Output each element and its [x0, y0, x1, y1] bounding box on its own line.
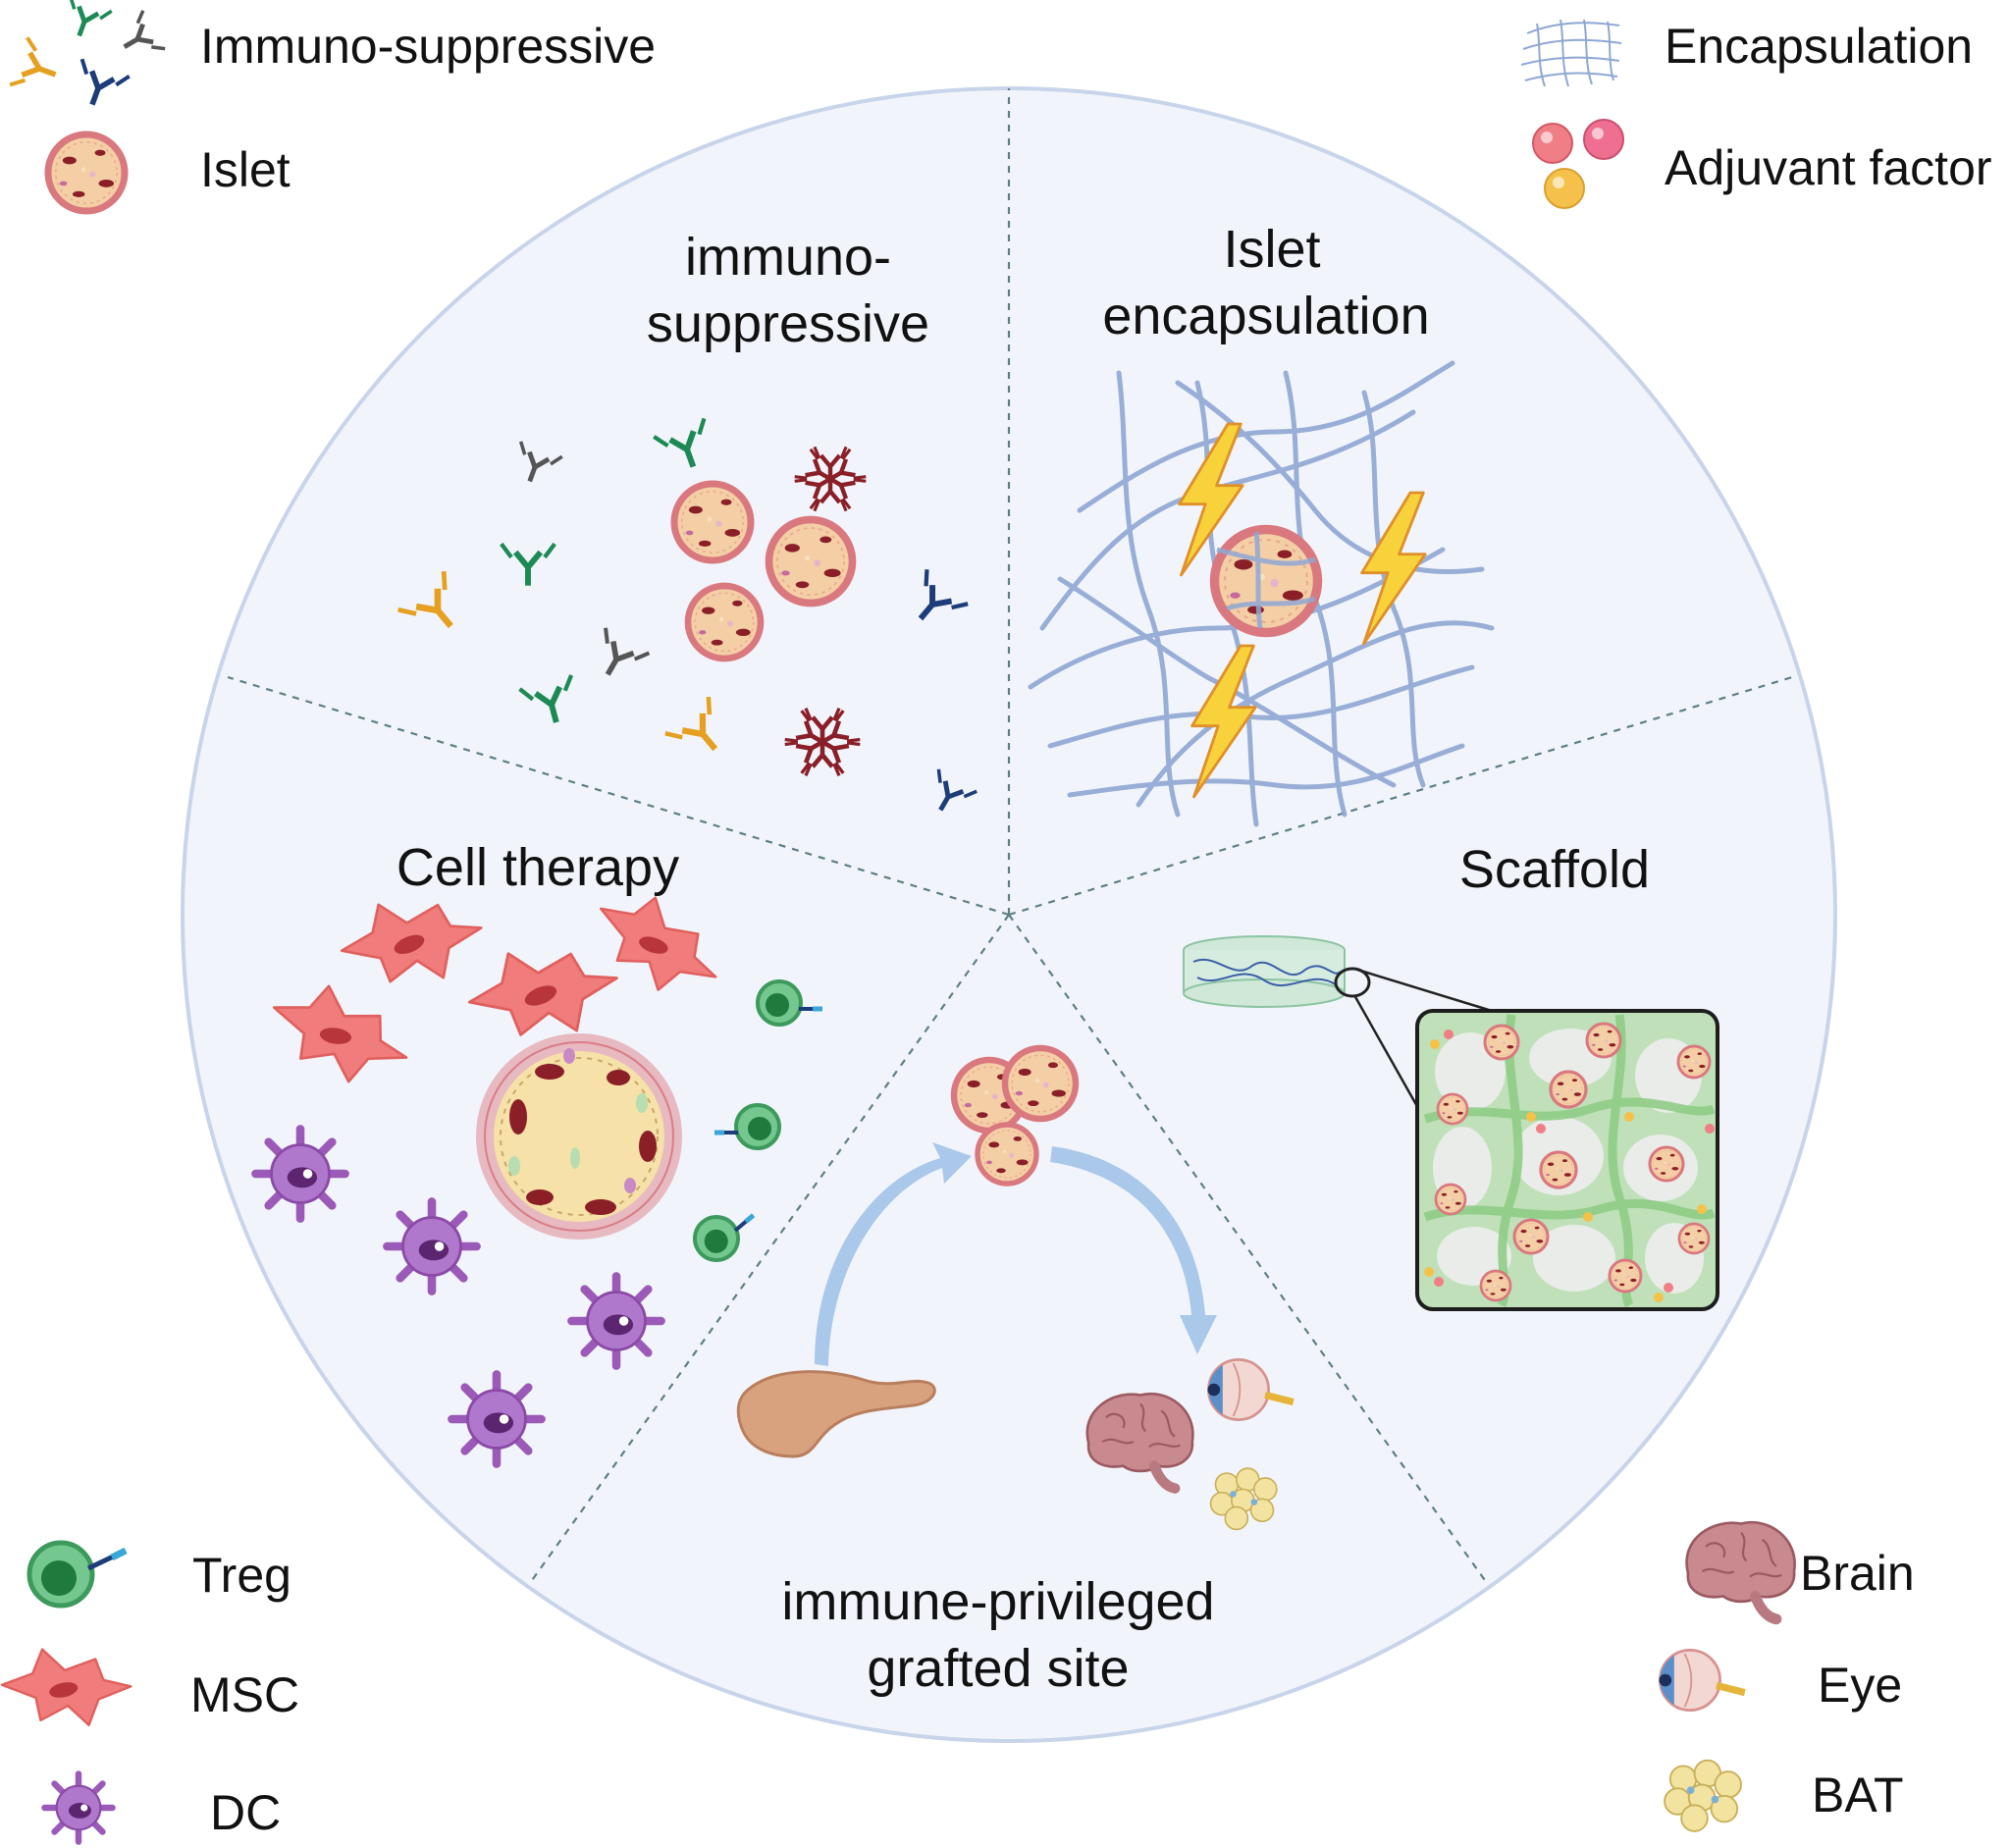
zoom-line — [1352, 994, 1425, 1118]
eye-icon — [1660, 1650, 1745, 1710]
section-encapsulation-title-line1: Islet — [1223, 220, 1320, 279]
zoom-line — [1356, 968, 1493, 1013]
dc-cell-icon — [255, 1129, 344, 1218]
islet-icon — [1585, 1022, 1622, 1059]
section-scaffold-title: Scaffold — [1459, 840, 1650, 899]
wheel-dividers — [227, 88, 1793, 1584]
brain-icon — [1687, 1522, 1795, 1619]
scaffold-disc — [1183, 935, 1371, 1008]
legend-immunosuppressive-label: Immuno-suppressive — [200, 19, 656, 74]
scaffold-zoom-panel — [1415, 1009, 1719, 1311]
legend-treg-label: Treg — [192, 1548, 291, 1603]
islet-icon — [688, 586, 761, 659]
islet-icon — [1436, 1092, 1469, 1126]
section-immunosuppressive-title-line2: suppressive — [647, 294, 929, 353]
beads-icon — [1532, 119, 1624, 209]
section-encapsulation: Islet encapsulation — [1028, 220, 1495, 827]
dc-cell-icon — [387, 1201, 476, 1291]
legend-encapsulation-label: Encapsulation — [1665, 19, 1973, 74]
islet-icon — [1676, 1044, 1712, 1080]
transfer-arrow-up — [815, 1142, 972, 1366]
antibody-cluster-icon — [10, 0, 165, 113]
islet-icon — [1677, 1222, 1711, 1255]
bat-icon — [1664, 1759, 1742, 1832]
islet-icon — [1215, 530, 1318, 633]
islet-icon — [1434, 1183, 1467, 1216]
section-graft-site-title-line2: grafted site — [867, 1639, 1129, 1698]
legend-msc-label: MSC — [190, 1667, 299, 1722]
transfer-arrow-down — [1050, 1146, 1217, 1354]
treg-icon — [26, 1540, 128, 1609]
islet-icon — [1608, 1258, 1643, 1294]
legend-top-right: Encapsulation Adjuvant factor — [1520, 19, 1992, 209]
section-graft-site-title-line1: immune-privileged — [781, 1572, 1214, 1631]
legend-eye-label: Eye — [1818, 1658, 1902, 1713]
legend-islet-label: Islet — [200, 142, 291, 197]
section-immunosuppressive-title-line1: immuno- — [685, 228, 891, 287]
section-scaffold: Scaffold — [1183, 840, 1719, 1311]
pancreas-icon — [736, 1370, 936, 1458]
section-immunosuppressive: immuno- suppressive — [398, 228, 978, 821]
large-islet-icon — [476, 1033, 682, 1240]
legend-bottom-right: Brain Eye BAT — [1660, 1522, 1915, 1832]
islet-icon — [1549, 1070, 1588, 1109]
legend-top-left: Immuno-suppressive Islet — [10, 0, 656, 211]
mesh-icon — [1520, 19, 1622, 87]
section-cell-therapy: Cell therapy — [255, 838, 822, 1464]
islet-icon — [1512, 1218, 1550, 1255]
islet-icon — [1648, 1145, 1685, 1183]
legend-brain-label: Brain — [1800, 1546, 1915, 1601]
islet-icon — [674, 484, 751, 560]
islet-icon — [769, 520, 853, 604]
islet-icon — [1005, 1048, 1076, 1119]
legend-dc-label: DC — [210, 1785, 281, 1840]
legend-bottom-left: Treg MSC DC — [0, 1540, 299, 1842]
section-graft-site: immune-privileged grafted site — [736, 1048, 1294, 1698]
islet-icon — [48, 134, 125, 211]
islet-icon — [978, 1125, 1036, 1184]
legend-adjuvant-label: Adjuvant factor — [1665, 140, 1992, 195]
mesh-over-islet — [1216, 531, 1316, 629]
section-encapsulation-title-line2: encapsulation — [1102, 287, 1429, 345]
dc-icon — [44, 1773, 112, 1841]
dc-cell-icon — [571, 1276, 661, 1365]
section-cell-therapy-title: Cell therapy — [397, 838, 679, 897]
islet-icon — [1539, 1150, 1578, 1189]
adjuvant-beads — [1424, 1030, 1715, 1302]
islet-icon — [1479, 1269, 1512, 1302]
islet-icon — [1483, 1024, 1520, 1061]
legend-bat-label: BAT — [1812, 1768, 1904, 1822]
msc-icon — [0, 1648, 132, 1726]
dc-cell-icon — [451, 1374, 541, 1463]
